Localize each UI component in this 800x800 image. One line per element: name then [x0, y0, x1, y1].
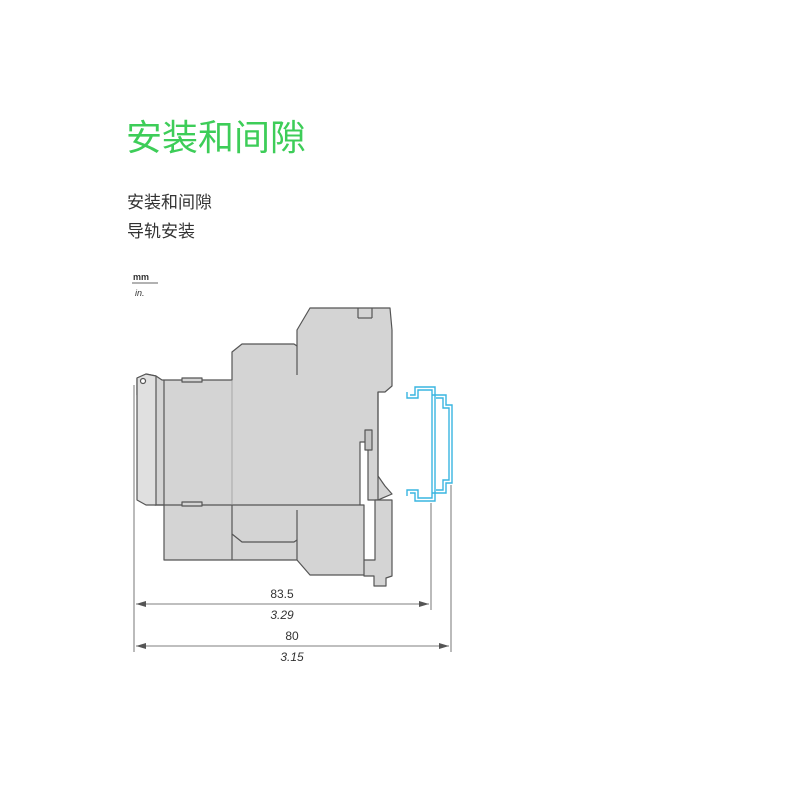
dimension-mm-value: 83.5: [270, 587, 294, 601]
extension-lines: [133, 385, 452, 652]
unit-legend: mm in.: [132, 272, 158, 298]
subtitle-rail-mounting: 导轨安装: [127, 222, 195, 242]
subtitle-mounting: 安装和间隙: [127, 193, 212, 213]
page-title: 安装和间隙: [126, 118, 307, 159]
dimension-80: 80 3.15: [136, 629, 449, 664]
unit-inch: in.: [135, 288, 145, 298]
relay-side-profile: [136, 307, 393, 587]
unit-mm: mm: [133, 272, 149, 282]
dimension-83-5: 83.5 3.29: [136, 587, 429, 622]
din-rail: [406, 386, 453, 502]
dimension-inch-value: 3.15: [280, 650, 304, 664]
dimension-inch-value: 3.29: [270, 608, 294, 622]
dimension-mm-value: 80: [285, 629, 299, 643]
